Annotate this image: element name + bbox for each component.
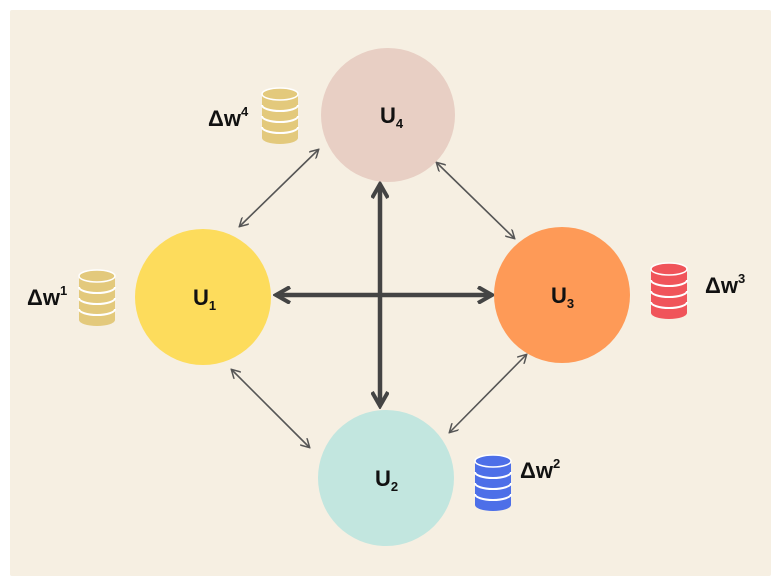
update-w1-base: Δw: [27, 285, 61, 310]
link-u1-u4: [240, 150, 318, 226]
node-u2-subscript: 2: [391, 479, 398, 494]
update-w1-label: Δw1: [27, 283, 67, 310]
update-w4-label: Δw4: [208, 104, 249, 131]
node-u1-label: U: [193, 285, 209, 310]
update-w1-superscript: 1: [60, 283, 67, 298]
database-icon: [261, 87, 299, 144]
database-icon: [650, 262, 688, 319]
node-u4-circle: [321, 48, 455, 182]
node-u1: U1: [135, 229, 271, 365]
svg-text:U2: U2: [375, 466, 398, 494]
update-w2-base: Δw: [520, 458, 554, 483]
update-w3-superscript: 3: [738, 271, 745, 286]
update-w2-label: Δw2: [520, 456, 560, 483]
node-u2-label: U: [375, 466, 391, 491]
node-u3-subscript: 3: [567, 296, 574, 311]
update-w3-label: Δw3: [705, 271, 745, 298]
database-icon: [78, 269, 116, 326]
link-u3-u2: [450, 355, 526, 432]
update-w3-base: Δw: [705, 273, 739, 298]
node-u3: U3: [494, 227, 630, 363]
link-u1-u2: [232, 370, 309, 447]
node-u1-circle: [135, 229, 271, 365]
node-u2-circle: [318, 410, 454, 546]
svg-text:U4: U4: [380, 103, 404, 131]
update-w2-superscript: 2: [553, 456, 560, 471]
svg-text:U1: U1: [193, 285, 216, 313]
node-u4: U4: [321, 48, 455, 182]
svg-text:U3: U3: [551, 283, 574, 311]
update-w4-superscript: 4: [241, 104, 249, 119]
node-u4-label: U: [380, 103, 396, 128]
node-u1-subscript: 1: [209, 298, 216, 313]
link-u4-u3: [437, 163, 514, 238]
node-u3-label: U: [551, 283, 567, 308]
node-u2: U2: [318, 410, 454, 546]
node-u3-circle: [494, 227, 630, 363]
update-w4-base: Δw: [208, 106, 242, 131]
node-u4-subscript: 4: [396, 116, 404, 131]
database-icon: [474, 454, 512, 511]
